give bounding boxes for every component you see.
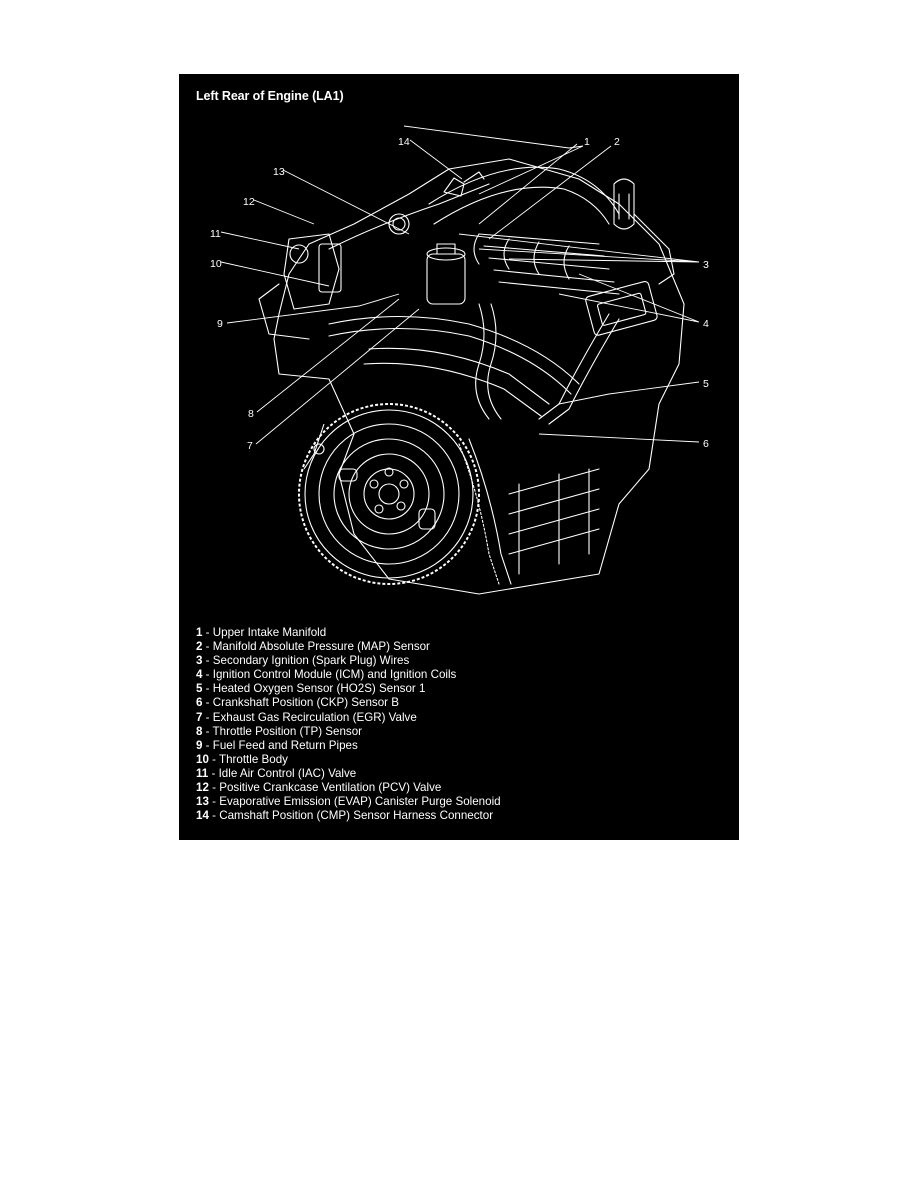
callout-3: 3 [703, 259, 709, 271]
engine-block-outline [273, 158, 685, 595]
callout-13: 13 [273, 166, 285, 178]
callout-8: 8 [248, 408, 254, 420]
leader-lines [220, 125, 700, 445]
diagram-panel: Left Rear of Engine (LA1) [179, 74, 739, 840]
callout-4: 4 [703, 318, 709, 330]
callout-14: 14 [398, 136, 410, 148]
callout-11: 11 [210, 228, 221, 240]
flywheel [298, 403, 480, 585]
engine-illustration: 1 2 3 4 5 6 7 8 9 10 11 12 13 14 [210, 125, 709, 595]
legend-item: 1 - Upper Intake Manifold [196, 626, 327, 639]
legend-item: 4 - Ignition Control Module (ICM) and Ig… [196, 668, 457, 682]
callout-6: 6 [703, 438, 709, 450]
callout-7: 7 [247, 440, 253, 452]
legend-item: 9 - Fuel Feed and Return Pipes [196, 738, 358, 752]
callout-10: 10 [210, 258, 222, 270]
legend-list: 1 - Upper Intake Manifold 2 - Manifold A… [196, 626, 501, 823]
legend-item: 12 - Positive Crankcase Ventilation (PCV… [196, 781, 442, 795]
callout-5: 5 [703, 378, 709, 390]
legend-item: 8 - Throttle Position (TP) Sensor [196, 724, 363, 738]
legend-item: 7 - Exhaust Gas Recirculation (EGR) Valv… [196, 710, 417, 724]
legend-item: 11 - Idle Air Control (IAC) Valve [196, 766, 357, 780]
legend-item: 13 - Evaporative Emission (EVAP) Caniste… [196, 795, 501, 809]
callout-9: 9 [217, 318, 223, 330]
legend-item: 14 - Camshaft Position (CMP) Sensor Harn… [196, 809, 494, 823]
callout-2: 2 [614, 136, 620, 148]
legend-item: 2 - Manifold Absolute Pressure (MAP) Sen… [196, 640, 430, 654]
callout-labels: 1 2 3 4 5 6 7 8 9 10 11 12 13 14 [210, 136, 709, 452]
legend-item: 3 - Secondary Ignition (Spark Plug) Wire… [196, 654, 410, 668]
diagram-title: Left Rear of Engine (LA1) [196, 89, 344, 103]
legend-item: 10 - Throttle Body [196, 752, 288, 766]
legend-item: 6 - Crankshaft Position (CKP) Sensor B [196, 696, 399, 710]
legend-item: 5 - Heated Oxygen Sensor (HO2S) Sensor 1 [196, 682, 426, 696]
callout-12: 12 [243, 196, 255, 208]
callout-1: 1 [584, 136, 590, 148]
